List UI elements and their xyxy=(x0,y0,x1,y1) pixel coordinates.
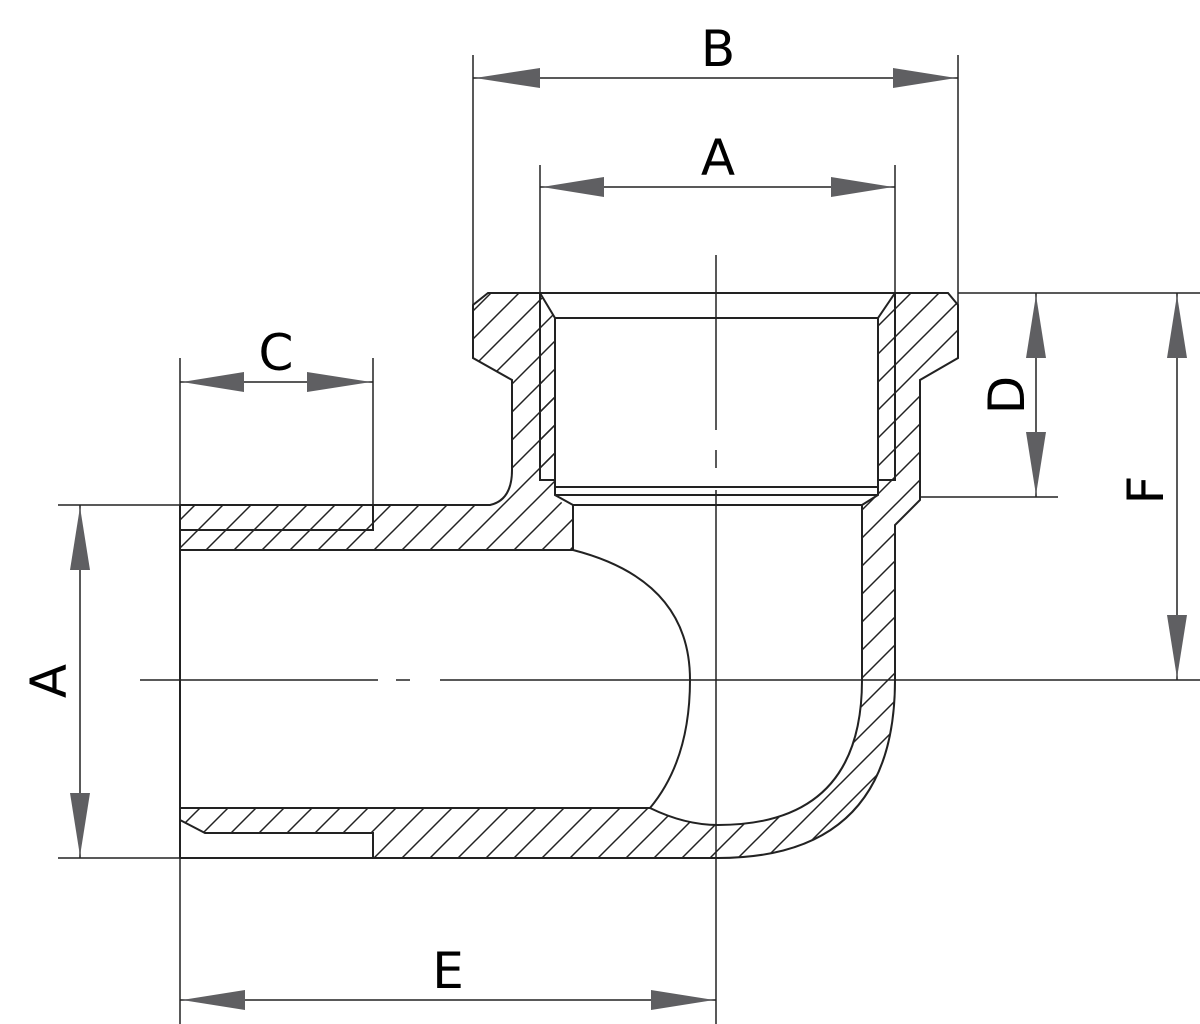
arrow-a-left-top xyxy=(70,507,90,570)
arrow-e-right xyxy=(651,990,714,1010)
top-socket-inner xyxy=(539,292,896,319)
top-socket-thread-right xyxy=(878,293,896,481)
arrow-b-left xyxy=(475,68,540,88)
arrow-a-left-bottom xyxy=(70,793,90,856)
label-b: B xyxy=(701,20,735,78)
arrow-c-right xyxy=(307,372,371,392)
arrow-d-top xyxy=(1026,295,1046,358)
hatch-top-socket-left xyxy=(473,293,555,480)
arrow-c-left xyxy=(182,372,244,392)
arrow-b-right xyxy=(893,68,956,88)
label-d: D xyxy=(978,376,1036,415)
label-f: F xyxy=(1117,476,1175,505)
fitting-outline xyxy=(179,292,959,859)
arrowheads xyxy=(70,68,1187,1010)
arrow-a-top-right xyxy=(831,177,893,197)
dimension-labels: B A C E A D F xyxy=(20,20,1175,1000)
center-lines xyxy=(140,255,1200,1024)
inner-elbow-curve xyxy=(572,549,692,809)
hatch-bottom-wall xyxy=(180,808,718,858)
top-socket-left-wall xyxy=(554,318,574,506)
label-c: C xyxy=(259,324,294,382)
label-a-left: A xyxy=(20,664,78,698)
outer-contour xyxy=(180,292,959,859)
arrow-d-bottom xyxy=(1026,432,1046,495)
left-socket-bottom xyxy=(179,819,374,858)
hatch-upper-wall xyxy=(180,380,573,550)
arrow-f-bottom xyxy=(1167,615,1187,678)
label-a-top: A xyxy=(701,129,735,187)
hatch-top-socket-right xyxy=(878,293,958,495)
arrow-a-top-left xyxy=(542,177,604,197)
top-socket-thread-left xyxy=(539,293,555,481)
branch-bore xyxy=(572,504,863,827)
hatch-right-wall xyxy=(718,495,920,858)
label-e: E xyxy=(432,942,464,1000)
hatched-section xyxy=(180,293,958,858)
arrow-f-top xyxy=(1167,295,1187,358)
arrow-e-left xyxy=(182,990,245,1010)
top-socket-right-wall xyxy=(861,318,879,506)
